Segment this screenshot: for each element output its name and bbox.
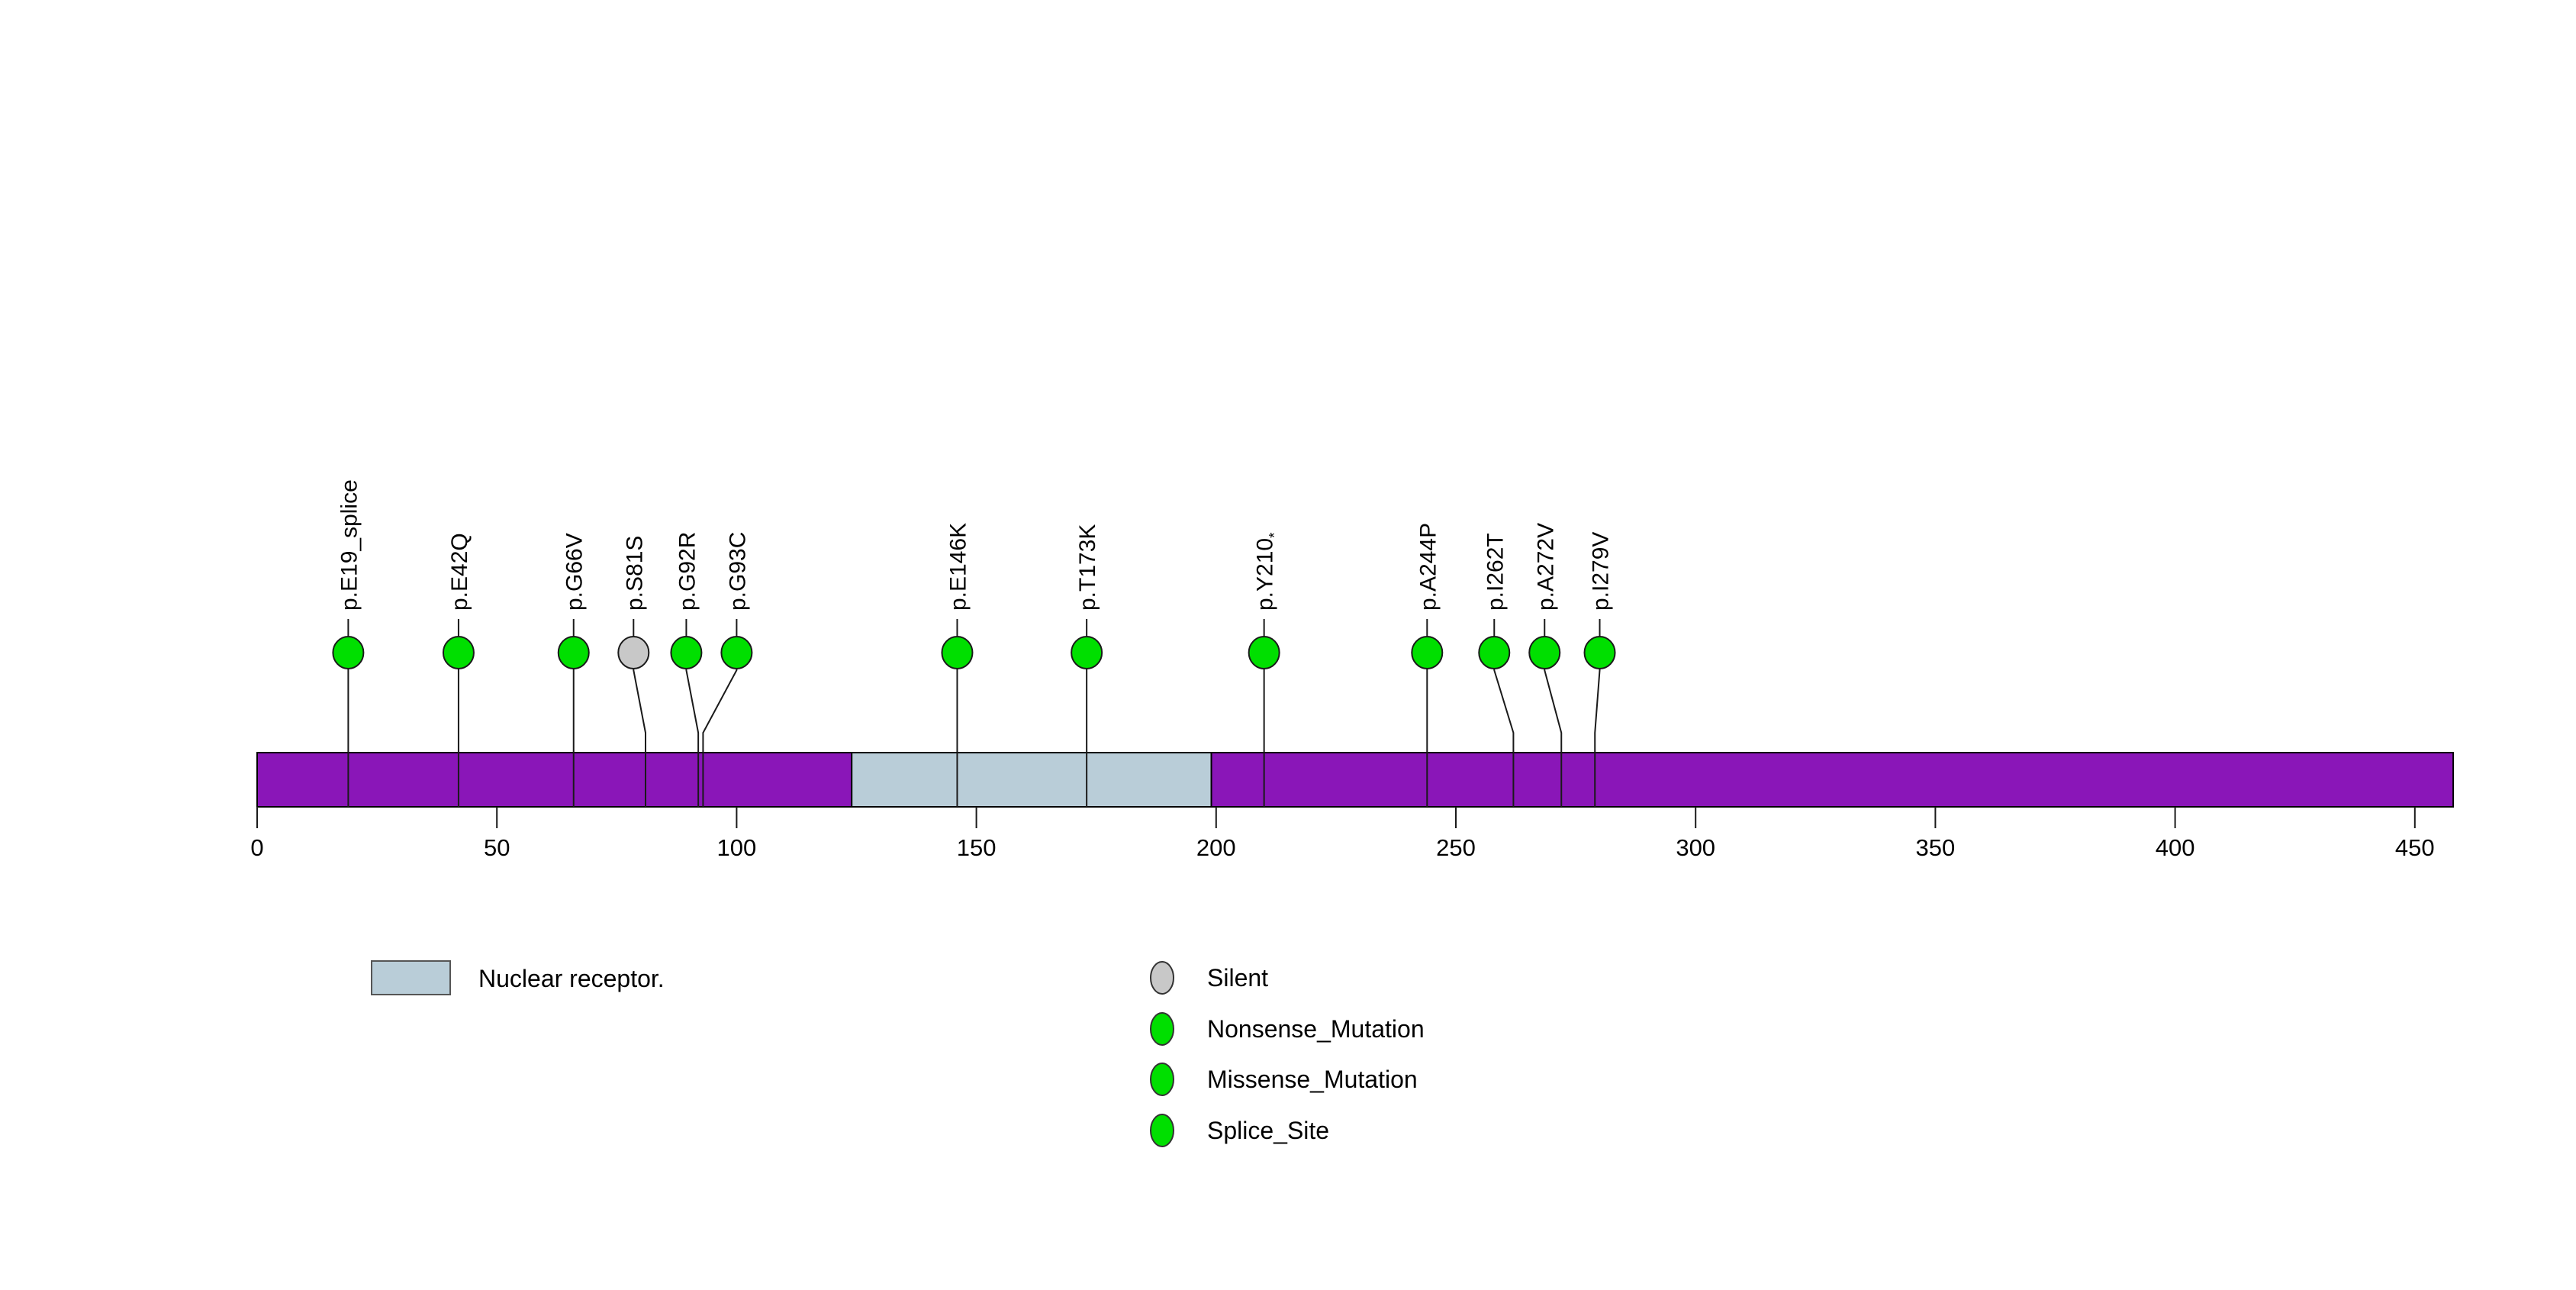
legend-label-splice: Splice_Site (1207, 1117, 1329, 1144)
mutation-circle (1248, 636, 1280, 669)
mutation-circle (1071, 636, 1103, 669)
mutation-circle (332, 636, 365, 669)
axis-tick-label: 50 (484, 834, 510, 861)
protein-bar (256, 752, 2455, 808)
mutation-label: p.Y210* (1253, 532, 1283, 611)
mutation-label: p.E146K (945, 523, 971, 611)
legend-swatch-nonsense (1150, 1012, 1174, 1046)
mutation-label: p.S81S (622, 536, 647, 611)
mutation-circle (941, 636, 974, 669)
mutation-label: p.I262T (1483, 533, 1508, 611)
mutation-label: p.G66V (562, 533, 588, 611)
legend-swatch-missense (1150, 1063, 1174, 1096)
mutation-label: p.I279V (1589, 532, 1614, 611)
domain-legend-swatch (371, 960, 451, 995)
mutation-circle (720, 636, 753, 669)
mutation-circle (442, 636, 475, 669)
legend-label-silent: Silent (1207, 964, 1268, 992)
axis-tick-label: 400 (2156, 834, 2195, 861)
axis-tick-label: 350 (1916, 834, 1956, 861)
mutation-circle (617, 636, 650, 669)
legend-domains: Nuclear receptor. (371, 960, 665, 995)
axis-tick-label: 250 (1436, 834, 1476, 861)
mutation-label: p.E19_splice (336, 479, 362, 611)
mutation-circle (557, 636, 590, 669)
mutation-circle (1411, 636, 1444, 669)
mutation-label: p.T173K (1075, 524, 1100, 611)
axis-tick-label: 100 (717, 834, 757, 861)
axis-tick-label: 0 (250, 834, 263, 861)
legend-label-missense: Missense_Mutation (1207, 1066, 1418, 1093)
mutation-circle (1583, 636, 1616, 669)
legend-variants: Silent Nonsense_Mutation Missense_Mutati… (1150, 961, 1425, 1147)
axis-tick-label: 200 (1196, 834, 1236, 861)
axis-tick-label: 300 (1676, 834, 1715, 861)
mutation-circle (1528, 636, 1561, 669)
mutation-label: p.G92R (675, 532, 700, 611)
plot-body: p.E19_splice p.E42Q p.G66V p.S81S p.G92R p.G9… (250, 479, 2455, 861)
mutation-circle (1478, 636, 1511, 669)
legend-label-nonsense: Nonsense_Mutation (1207, 1015, 1425, 1043)
mutation-label: p.A272V (1533, 523, 1558, 611)
domain-legend-label: Nuclear receptor. (478, 965, 665, 992)
legend-swatch-splice (1150, 1114, 1174, 1147)
axis-tick-label: 450 (2395, 834, 2435, 861)
axis-tick-label: 150 (957, 834, 997, 861)
mutation-label: p.A244P (1415, 523, 1441, 611)
mutation-circle (670, 636, 703, 669)
domain-rect (851, 752, 1212, 808)
legend-swatch-silent (1150, 961, 1174, 995)
mutation-label: p.G93C (725, 532, 750, 611)
mutation-label: p.E42Q (447, 533, 472, 611)
